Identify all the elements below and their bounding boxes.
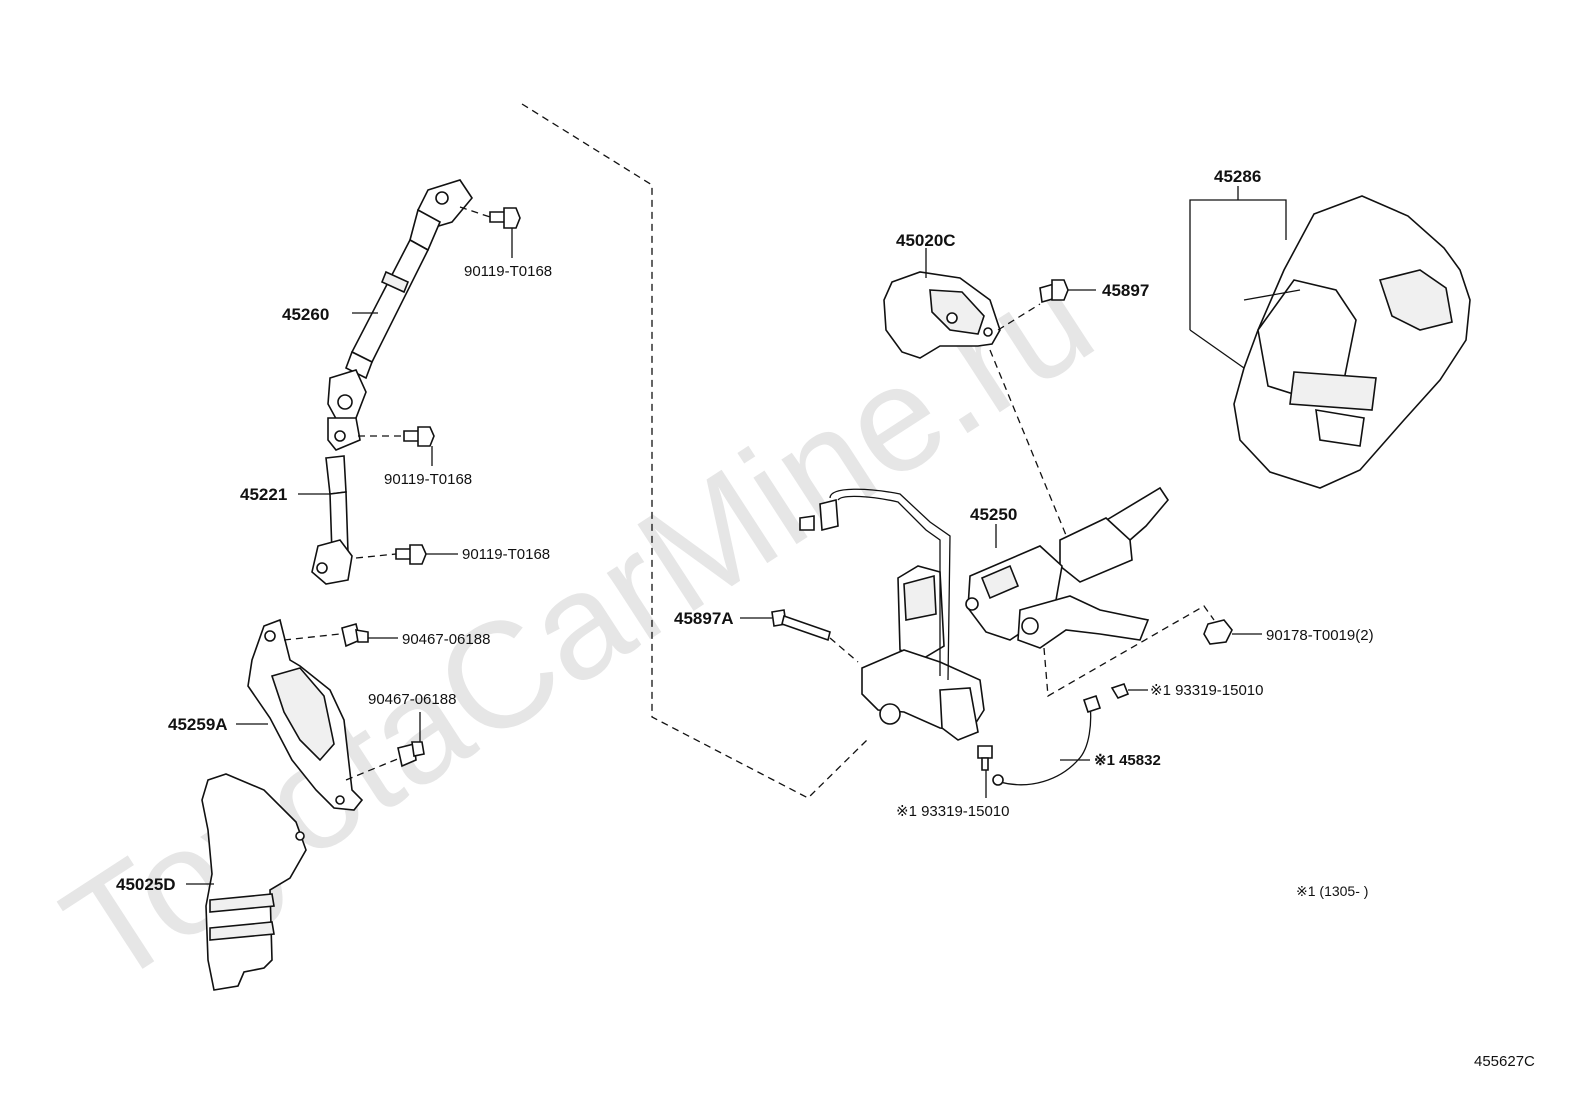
bolt-icon[interactable] [1110,683,1130,699]
label-45897A: 45897A [674,609,734,628]
label-45259A: 45259A [168,715,228,734]
label-90467-b: 90467-06188 [368,691,456,708]
label-90119-c: 90119-T0168 [462,546,550,563]
bolt-icon[interactable] [977,745,993,771]
label-45897: 45897 [1102,281,1149,300]
label-90178: 90178-T0019(2) [1266,627,1374,644]
label-45025D: 45025D [116,875,176,894]
lock-bracket-icon[interactable] [883,271,1001,359]
intermediate-shaft-icon[interactable] [327,179,473,451]
diagram-code: 455627C [1474,1053,1535,1070]
label-93319-a: ※1 93319-15010 [1150,682,1264,699]
column-cover-icon[interactable] [1233,195,1471,489]
label-45020C: 45020C [896,231,956,250]
dust-cover-icon[interactable] [247,618,364,811]
label-45286: 45286 [1214,167,1261,186]
label-93319-b: ※1 93319-15010 [896,803,1010,820]
bolt-icon[interactable] [489,207,521,229]
clip-icon[interactable] [341,623,369,648]
label-45260: 45260 [282,305,329,324]
watermark: ToyotaCarMine.ru [36,231,1120,1017]
steering-column-icon[interactable] [799,486,1169,741]
footnote: ※1 (1305- ) [1296,883,1368,899]
steering-shaft-icon[interactable] [311,455,353,585]
bolt-icon[interactable] [403,426,435,447]
bolt-icon[interactable] [1039,279,1069,304]
bolt-icon[interactable] [771,609,831,642]
shaft-group-outline [521,103,868,799]
label-90467-a: 90467-06188 [402,631,490,648]
label-90119-b: 90119-T0168 [384,471,472,488]
label-45250: 45250 [970,505,1017,524]
label-45221: 45221 [240,485,287,504]
bolt-icon[interactable] [395,544,427,565]
bolt-icon[interactable] [1203,619,1233,645]
label-90119-a: 90119-T0168 [464,263,552,280]
steering-boot-icon[interactable] [201,773,307,991]
clip-icon[interactable] [397,741,425,768]
label-45832: ※1 45832 [1094,752,1161,769]
ground-wire-icon[interactable] [992,694,1102,786]
